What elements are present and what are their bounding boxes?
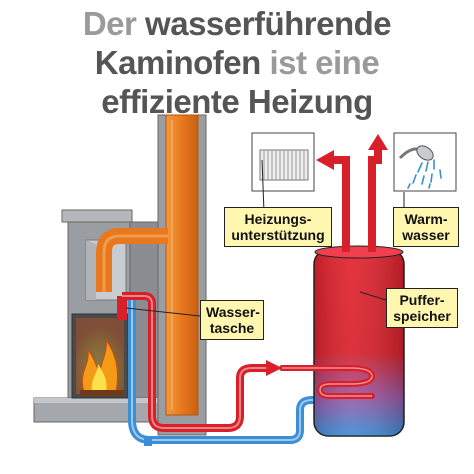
- stove-panel-shade: [86, 240, 96, 300]
- label-heizungsunterstuetzung: Heizungs- unterstützung: [224, 207, 332, 247]
- title-line-2: Kaminofen ist eine: [0, 43, 474, 82]
- label-wassertasche: Wasser- tasche: [200, 300, 264, 340]
- stove-base-highlight: [34, 398, 180, 403]
- shower-icon: [393, 132, 457, 192]
- title-word-der: Der: [82, 5, 137, 42]
- stove-top-plate: [61, 209, 133, 223]
- pufferspeicher-leader: [359, 291, 387, 301]
- warmwater-supply-pipe: [368, 146, 382, 252]
- chimney: [157, 114, 207, 436]
- title-word-kaminofen: Kaminofen: [94, 44, 262, 81]
- hot-supply-arrow: [266, 360, 282, 376]
- warmwater-arrow: [368, 134, 388, 150]
- firewood: [80, 390, 124, 396]
- hot-supply-pipe: [122, 292, 268, 432]
- title-word-wasserfuehrende: wasserführende: [145, 5, 392, 42]
- title-line-3: effiziente Heizung: [101, 83, 373, 120]
- cold-pipe-highlight: [131, 300, 372, 441]
- radiator-supply-pipe: [332, 156, 350, 252]
- label-warmwasser: Warm- wasser: [393, 207, 459, 247]
- wassertasche-leader: [125, 307, 201, 317]
- radiator-arrow: [316, 150, 334, 170]
- label-pufferspeicher: Puffer- speicher: [386, 288, 458, 328]
- fire-core: [91, 364, 107, 392]
- title-words-ist-eine: ist eine: [269, 44, 380, 81]
- buffer-tank: [279, 245, 405, 437]
- radiator-icon: [251, 132, 315, 192]
- heizung-leader: [261, 159, 265, 213]
- chimney-flue: [165, 114, 199, 416]
- title-line-1: Der wasserführende: [0, 4, 474, 43]
- tank-top: [314, 245, 404, 259]
- firebox: [71, 313, 129, 399]
- diagram-title: Der wasserführende Kaminofen ist eine ef…: [0, 4, 474, 121]
